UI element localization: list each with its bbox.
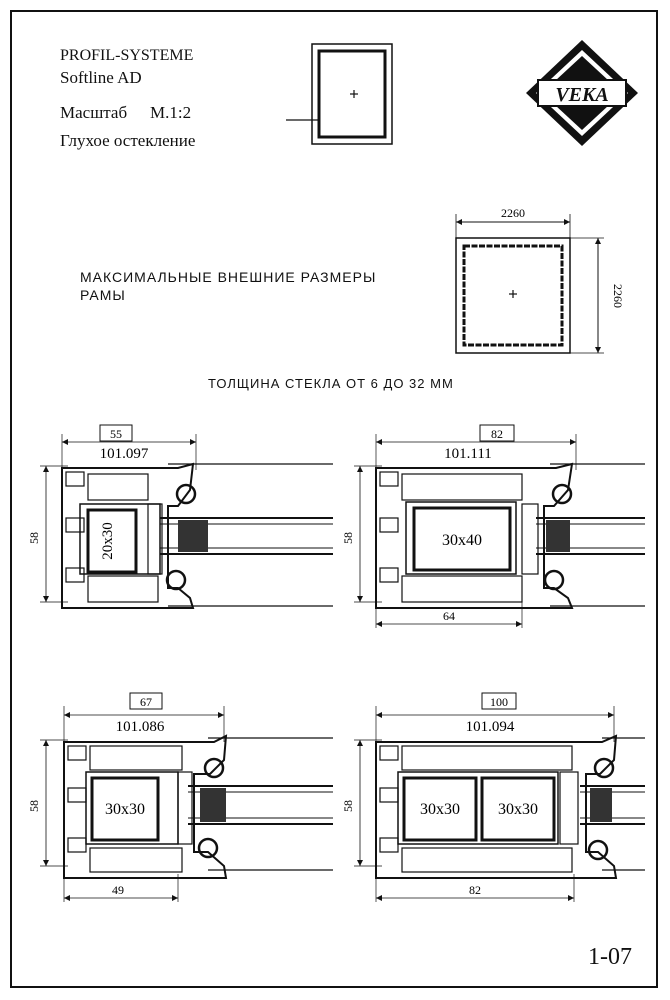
profile-4-height-dim: 58 (341, 800, 355, 812)
profile-2-steel-label: 30x40 (442, 532, 482, 549)
max-size-frame-diagram: 2260 2260 (455, 206, 625, 354)
fixed-frame-diagram (286, 43, 393, 145)
profile-section-101-094: 100 101.094 58 30x30 30x30 82 (341, 692, 645, 902)
profile-4-code: 101.094 (466, 719, 515, 735)
drawing-border (10, 10, 658, 988)
profile-4-steel-label-2: 30x30 (498, 801, 538, 818)
profile-1-height-dim: 58 (27, 532, 41, 544)
max-height-label: 2260 (611, 284, 625, 308)
series-name: Softline AD (60, 68, 142, 87)
scale-label: Масштаб (60, 103, 128, 122)
glass-thickness-note: ТОЛЩИНА СТЕКЛА ОТ 6 ДО 32 ММ (208, 376, 454, 391)
profile-3-bottom-dim: 49 (112, 883, 124, 897)
profile-1-code: 101.097 (100, 446, 149, 462)
profile-3-height-dim: 58 (27, 800, 41, 812)
max-size-caption-line1: МАКСИМАЛЬНЫЕ ВНЕШНИЕ РАЗМЕРЫ (80, 269, 377, 285)
max-size-caption: МАКСИМАЛЬНЫЕ ВНЕШНИЕ РАЗМЕРЫ РАМЫ (80, 268, 376, 304)
profile-section-101-086: 67 101.086 58 30x30 49 (27, 692, 333, 902)
profile-2-height-dim: 58 (341, 532, 355, 544)
profile-1-steel-label: 20x30 (100, 522, 116, 560)
system-name: PROFIL-SYSTEME (60, 47, 194, 64)
veka-logo: VEKA (526, 40, 638, 146)
veka-logo-text: VEKA (555, 84, 608, 106)
profile-3-top-dim: 67 (140, 695, 152, 709)
profile-section-101-111: 82 101.111 58 30x40 64 (341, 424, 645, 628)
scale-value: M.1:2 (150, 103, 192, 122)
glazing-type: Глухое остекление (60, 131, 196, 150)
profile-4-bottom-dim: 82 (469, 883, 481, 897)
profile-4-steel-label-1: 30x30 (420, 801, 460, 818)
profile-2-top-dim: 82 (491, 427, 503, 441)
profile-1-top-dim: 55 (110, 427, 122, 441)
profile-4-top-dim: 100 (490, 695, 508, 709)
profile-3-code: 101.086 (116, 719, 165, 735)
profile-3-steel-label: 30x30 (105, 801, 145, 818)
profile-section-101-097: 55 101.097 58 20x30 (27, 424, 333, 609)
max-size-caption-line2: РАМЫ (80, 287, 126, 304)
max-width-label: 2260 (501, 206, 525, 220)
profile-2-bottom-dim: 64 (443, 609, 455, 623)
page-number: 1-07 (588, 944, 632, 970)
profile-2-code: 101.111 (444, 446, 492, 462)
